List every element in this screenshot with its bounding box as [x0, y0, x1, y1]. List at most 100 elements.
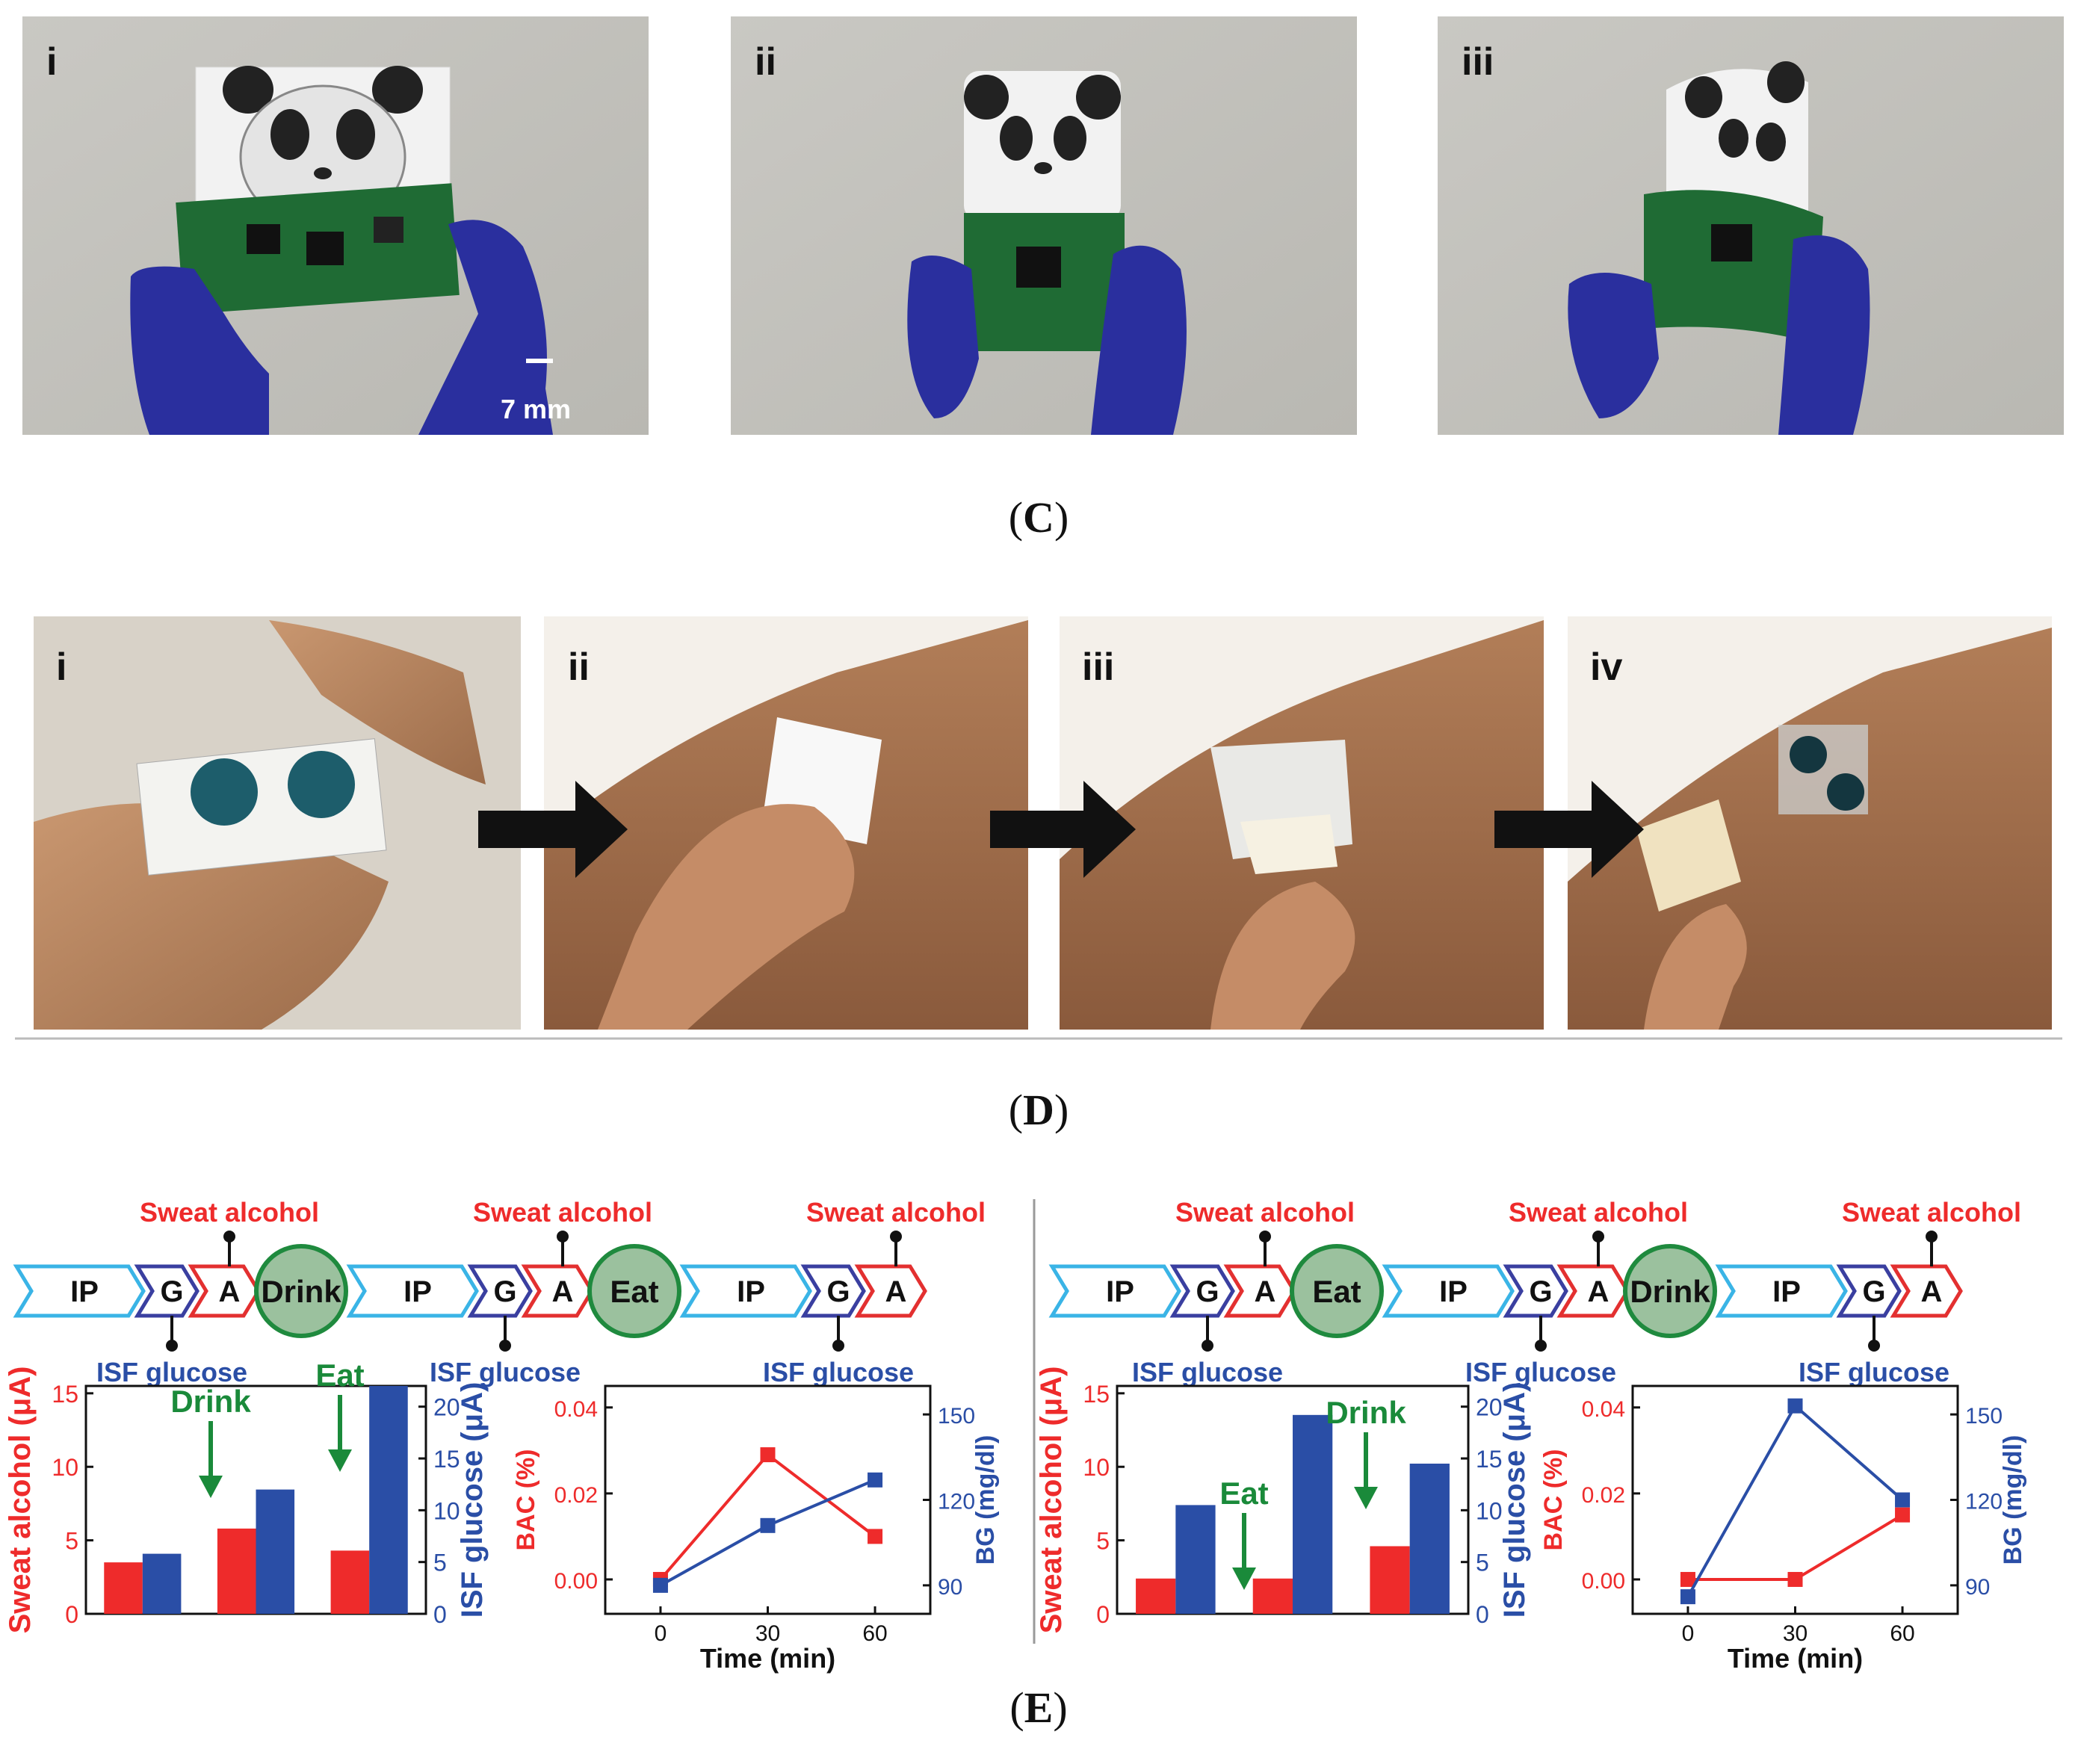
step-chevron: [188, 1264, 261, 1318]
panel-c: i 7 mm ii: [22, 16, 2064, 542]
x-tick-label: 30: [755, 1621, 780, 1646]
bottom-label: ISF glucose: [96, 1357, 247, 1387]
top-label: Sweat alcohol: [140, 1197, 319, 1228]
y-tick-label: 0.02: [1582, 1483, 1625, 1508]
photo-c-iii: iii: [1438, 16, 2064, 435]
bottom-label: ISF glucose: [763, 1357, 914, 1387]
step-label: G: [160, 1275, 183, 1308]
bg-point: [1787, 1398, 1803, 1414]
step-label: A: [1588, 1275, 1609, 1308]
event-circle: [587, 1244, 681, 1338]
photo-d-iv: iv: [1568, 616, 2052, 1030]
step-chevron: [1169, 1264, 1235, 1318]
photo-d-ii: ii: [544, 616, 1028, 1030]
step-label: A: [552, 1275, 574, 1308]
y-axis-label: BAC (%): [512, 1449, 540, 1551]
bottom-label: ISF glucose: [1132, 1357, 1283, 1387]
bar-glucose: [256, 1489, 295, 1614]
step-chevron: [679, 1264, 812, 1318]
arrow-icon: [990, 781, 1136, 878]
x-tick-label: 60: [862, 1621, 887, 1646]
y-axis-label: BAC (%): [1539, 1449, 1568, 1551]
event-label: Drink: [1630, 1274, 1710, 1309]
bac-line: [1687, 1513, 1904, 1581]
top-label: Sweat alcohol: [1509, 1197, 1688, 1228]
x-tick-label: 0: [1682, 1621, 1695, 1646]
bar-glucose: [1175, 1505, 1216, 1614]
step-label: IP: [403, 1275, 432, 1308]
y-tick-label: 0.04: [1582, 1397, 1625, 1422]
bg-point: [760, 1517, 776, 1533]
step-chevron: [521, 1264, 594, 1318]
connector-dot: [832, 1340, 844, 1352]
connector-dot: [223, 1231, 235, 1242]
annotation-label: Eat: [1219, 1476, 1268, 1511]
annotation-arrowhead: [1354, 1487, 1378, 1509]
bac-point: [1787, 1571, 1803, 1587]
y2-tick-label: 10: [433, 1497, 460, 1524]
scale-bar: [526, 359, 553, 363]
y2-axis-label: BG (mg/dl): [1999, 1435, 2027, 1565]
bg-point: [652, 1577, 668, 1593]
connector-dot: [1535, 1340, 1547, 1352]
scale-bar-label: 7 mm: [501, 394, 571, 424]
y-tick-label: 15: [52, 1381, 78, 1408]
bar-alcohol: [1252, 1578, 1293, 1614]
photo-d-i: i: [34, 616, 521, 1030]
y2-tick-label: 0: [1476, 1601, 1489, 1628]
bg-line: [1686, 1403, 1904, 1598]
step-label: A: [219, 1275, 241, 1308]
top-label: Sweat alcohol: [1175, 1197, 1355, 1228]
y-tick-label: 0.00: [1582, 1569, 1625, 1594]
annotation-label: Drink: [170, 1384, 251, 1419]
photo-label: iii: [1082, 646, 1114, 689]
connector-dot: [557, 1231, 569, 1242]
bar-glucose: [1409, 1463, 1450, 1614]
y2-tick-label: 150: [1965, 1404, 2003, 1429]
y2-tick-label: 5: [433, 1550, 447, 1576]
y-tick-label: 5: [65, 1528, 78, 1555]
step-label: IP: [1439, 1275, 1468, 1308]
step-label: G: [1529, 1275, 1552, 1308]
bar-alcohol: [330, 1550, 370, 1614]
top-label: Sweat alcohol: [1842, 1197, 2021, 1228]
annotation-arrowhead: [328, 1449, 352, 1472]
bac-point: [868, 1529, 883, 1544]
connector-dot: [1926, 1231, 1938, 1242]
step-chevron: [1890, 1264, 1963, 1318]
y-axis-label: Sweat alcohol (μA): [1035, 1367, 1068, 1634]
step-chevron: [1382, 1264, 1515, 1318]
annotation-arrowhead: [199, 1476, 223, 1498]
x-axis-label: Time (min): [700, 1643, 835, 1674]
step-label: IP: [1772, 1275, 1801, 1308]
y-tick-label: 0.00: [554, 1569, 598, 1594]
y2-axis-label: BG (mg/dl): [971, 1435, 1000, 1565]
panel-caption-e: (E): [1009, 1683, 1067, 1732]
step-chevron: [1503, 1264, 1568, 1318]
y-tick-label: 0.02: [554, 1483, 598, 1508]
connector-dot: [499, 1340, 511, 1352]
panel-d: i ii iii iv: [15, 616, 2062, 1134]
photo-label: i: [56, 646, 67, 689]
step-label: G: [1862, 1275, 1885, 1308]
step-chevron: [134, 1264, 200, 1318]
y-tick-label: 5: [1096, 1528, 1110, 1555]
step-label: A: [1921, 1275, 1943, 1308]
bar-alcohol: [1136, 1578, 1176, 1614]
bac-line: [659, 1452, 876, 1581]
y-axis-label: Sweat alcohol (μA): [4, 1367, 37, 1634]
y2-axis-label: ISF glucose (μA): [456, 1382, 489, 1618]
y-tick-label: 15: [1083, 1381, 1110, 1408]
y2-tick-label: 15: [1476, 1446, 1503, 1473]
y-tick-label: 0: [65, 1601, 78, 1628]
step-label: G: [493, 1275, 516, 1308]
y2-tick-label: 20: [433, 1394, 460, 1421]
step-chevron: [346, 1264, 479, 1318]
bac-point: [760, 1447, 776, 1463]
panel-caption-c: (C): [1009, 493, 1069, 542]
